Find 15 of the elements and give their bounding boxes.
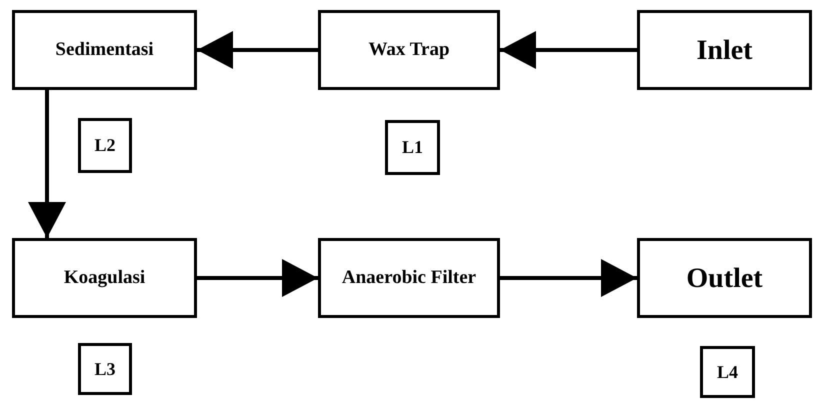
process-box: Anaerobic Filter	[318, 238, 500, 318]
process-box: Sedimentasi	[12, 10, 197, 90]
process-box: Koagulasi	[12, 238, 197, 318]
label-box: L3	[78, 343, 132, 395]
label-box: L4	[700, 346, 755, 398]
process-box: Inlet	[637, 10, 812, 90]
arrow	[197, 259, 318, 297]
arrow	[500, 31, 637, 69]
arrow	[500, 259, 637, 297]
process-box: Outlet	[637, 238, 812, 318]
label-box: L1	[385, 120, 440, 175]
process-box: Wax Trap	[318, 10, 500, 90]
label-box: L2	[78, 118, 132, 173]
arrow	[197, 31, 318, 69]
arrow	[28, 90, 66, 238]
